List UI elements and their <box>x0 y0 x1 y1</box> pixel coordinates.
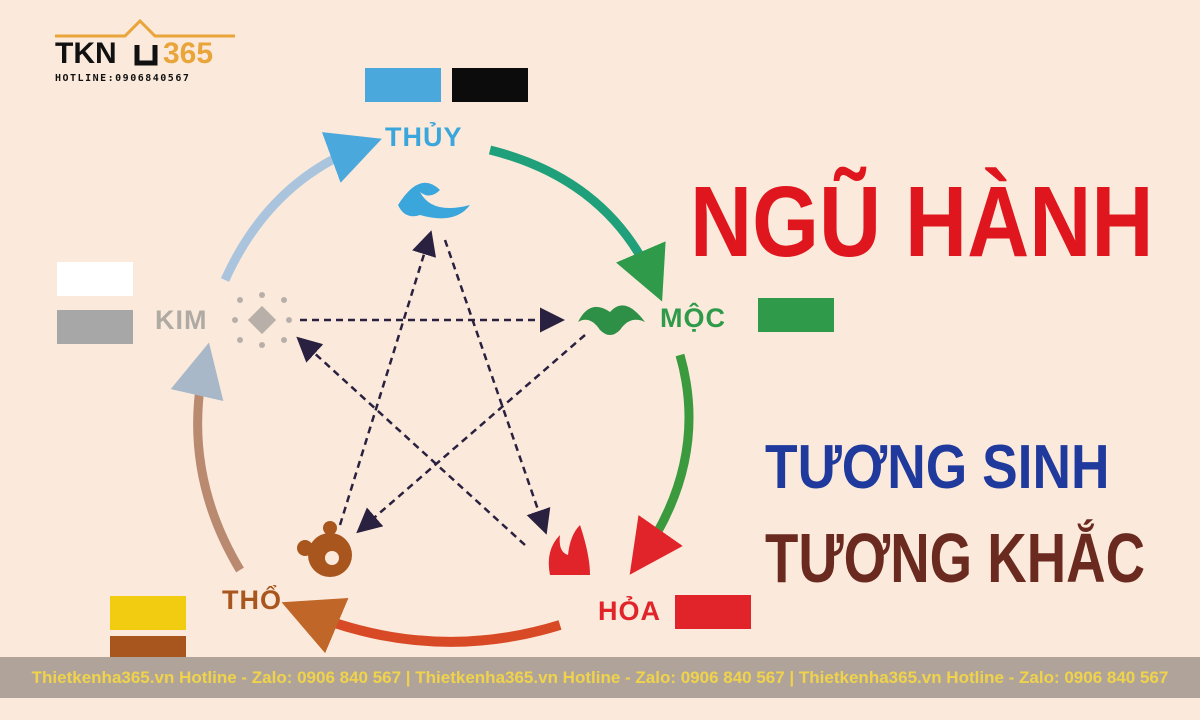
metal-icon <box>232 292 292 348</box>
kim-color-1 <box>57 262 133 296</box>
earth-icon <box>297 521 352 577</box>
title-tuong-khac: TƯƠNG KHẮC <box>765 519 1146 597</box>
footer-banner: Thietkenha365.vn Hotline - Zalo: 0906 84… <box>0 657 1200 698</box>
arrow-thuy-to-hoa <box>443 239 551 535</box>
arrow-thuy-to-moc <box>488 145 666 302</box>
arrow-moc-to-hoa <box>629 353 694 575</box>
hoa-color-1 <box>675 595 751 629</box>
wood-icon <box>578 305 645 335</box>
arrow-tho-to-kim <box>170 342 244 573</box>
logo-hotline: HOTLINE:0906840567 <box>55 73 191 84</box>
logo: TKN 365 HOTLINE:0906840567 <box>55 15 240 85</box>
arrow-kim-to-thuy <box>220 132 382 282</box>
logo-number: 365 <box>163 37 214 70</box>
label-moc: MỘC <box>660 303 726 333</box>
arrow-hoa-to-tho <box>281 597 562 654</box>
label-thuy: THỦY <box>385 122 463 152</box>
thuy-color-2 <box>452 68 528 102</box>
title-main: NGŨ HÀNH <box>690 166 1154 278</box>
thuy-color-1 <box>365 68 441 102</box>
logo-brand: TKN <box>55 37 117 70</box>
arrow-tho-to-thuy <box>338 230 437 526</box>
arrow-moc-to-tho <box>356 334 586 534</box>
label-tho: THỔ <box>222 585 282 615</box>
kim-color-2 <box>57 310 133 344</box>
label-kim: KIM <box>155 305 208 335</box>
fire-icon <box>548 525 590 575</box>
logo-house-icon <box>55 18 235 66</box>
title-tuong-sinh: TƯƠNG SINH <box>765 433 1110 502</box>
arrow-hoa-to-kim <box>296 336 526 546</box>
moc-color-1 <box>758 298 834 332</box>
water-icon <box>398 182 470 219</box>
label-hoa: HỎA <box>598 596 661 626</box>
tho-color-1 <box>110 596 186 630</box>
